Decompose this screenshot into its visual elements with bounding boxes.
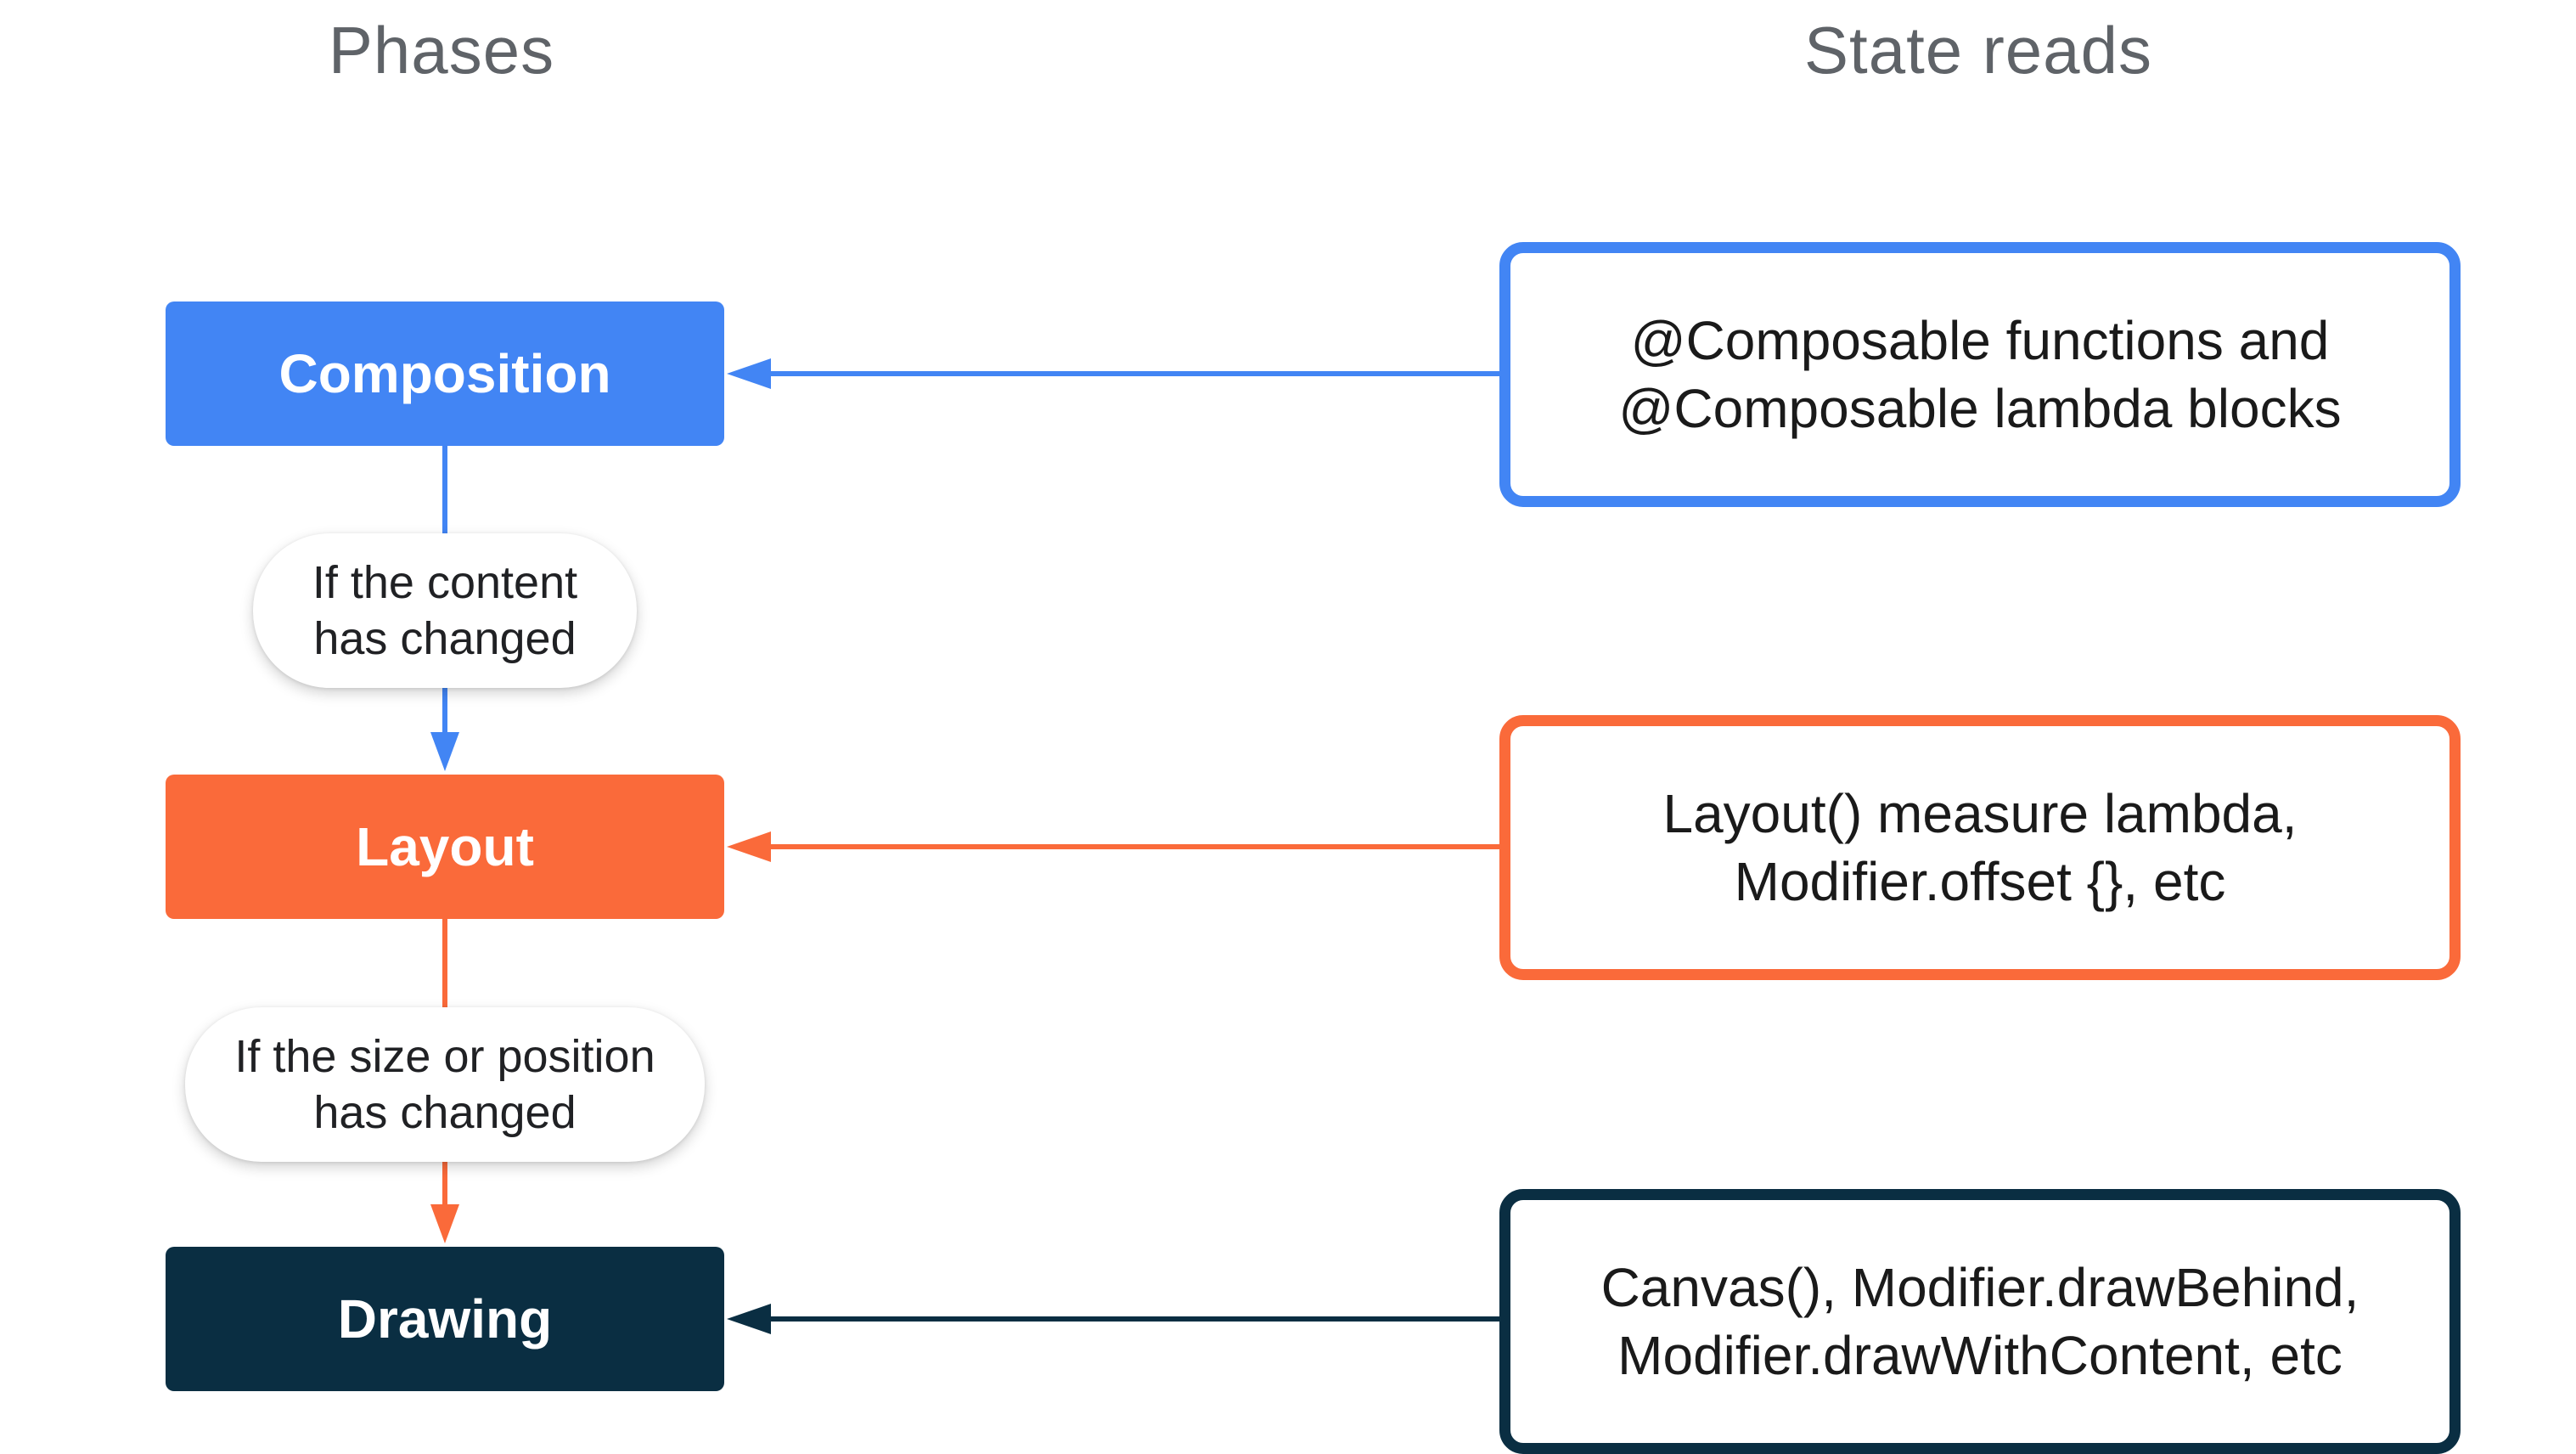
state-read-line: @Composable lambda blocks <box>1618 378 2342 439</box>
drawing-read-arrowhead <box>727 1304 771 1334</box>
layout-phase-box: Layout <box>166 775 724 919</box>
state-read-line: Canvas(), Modifier.drawBehind, <box>1600 1257 2359 1318</box>
state-read-line: Modifier.offset {}, etc <box>1734 851 2226 912</box>
composition-state-reads-box: @Composable functions and @Composable la… <box>1499 242 2461 507</box>
composition-to-layout-arrowhead <box>430 732 459 771</box>
composition-phase-box: Composition <box>166 302 724 446</box>
drawing-state-reads-box: Canvas(), Modifier.drawBehind, Modifier.… <box>1499 1189 2461 1454</box>
content-changed-condition: If the content has changed <box>253 533 637 688</box>
composition-phase-label: Composition <box>278 343 611 404</box>
state-read-line: @Composable functions and <box>1630 310 2330 371</box>
composition-read-arrowhead <box>727 358 771 389</box>
state-read-line: Layout() measure lambda, <box>1662 783 2298 844</box>
condition-line: If the size or position <box>234 1031 655 1082</box>
condition-line: If the content <box>312 557 578 608</box>
phases-column-header: Phases <box>328 13 555 87</box>
layout-phase-label: Layout <box>356 816 534 877</box>
state-reads-column-header: State reads <box>1804 13 2152 87</box>
drawing-phase-box: Drawing <box>166 1247 724 1391</box>
condition-line: has changed <box>313 1087 577 1138</box>
layout-read-arrowhead <box>727 831 771 862</box>
layout-to-drawing-arrowhead <box>430 1204 459 1243</box>
layout-state-reads-box: Layout() measure lambda, Modifier.offset… <box>1499 715 2461 980</box>
drawing-phase-label: Drawing <box>337 1288 553 1350</box>
condition-line: has changed <box>313 613 577 664</box>
state-read-line: Modifier.drawWithContent, etc <box>1617 1325 2343 1386</box>
size-position-changed-condition: If the size or position has changed <box>185 1007 705 1162</box>
